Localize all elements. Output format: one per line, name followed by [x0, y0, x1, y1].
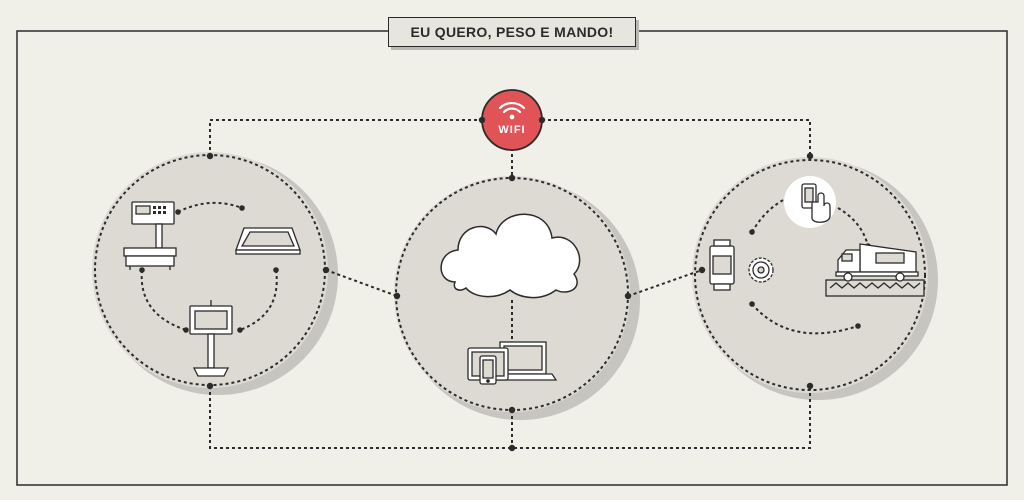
- left-center-link: [325, 269, 398, 297]
- touch-hand-icon: [784, 176, 836, 228]
- wifi-icon: [498, 101, 526, 120]
- center-circle: [394, 176, 630, 412]
- right-circle: [692, 157, 928, 393]
- center-right-link: [627, 269, 703, 297]
- top-line-right: [542, 119, 811, 160]
- gear-icon: [748, 257, 774, 283]
- top-line-left: [209, 119, 482, 156]
- right-arc-bottom: [751, 303, 859, 335]
- left-arc-bottom-left: [140, 269, 187, 331]
- cloud-icon: [440, 213, 581, 299]
- phone-icon: [479, 355, 497, 385]
- truck-icon: [835, 243, 919, 282]
- door-lock-icon: [709, 239, 735, 291]
- counter-scale-icon: [123, 201, 177, 270]
- kiosk-scale-icon: [189, 300, 233, 377]
- wifi-hub: WIFI: [478, 89, 546, 151]
- title-banner: EU QUERO, PESO E MANDO!: [388, 17, 636, 47]
- right-arc-top-right: [837, 207, 869, 247]
- page-title: EU QUERO, PESO E MANDO!: [410, 24, 614, 40]
- wifi-label: WIFI: [498, 124, 525, 136]
- tablet-scale-icon: [235, 227, 301, 255]
- left-arc-top: [177, 201, 243, 213]
- conveyor-icon: [825, 279, 925, 297]
- left-arc-bottom-right: [239, 269, 278, 331]
